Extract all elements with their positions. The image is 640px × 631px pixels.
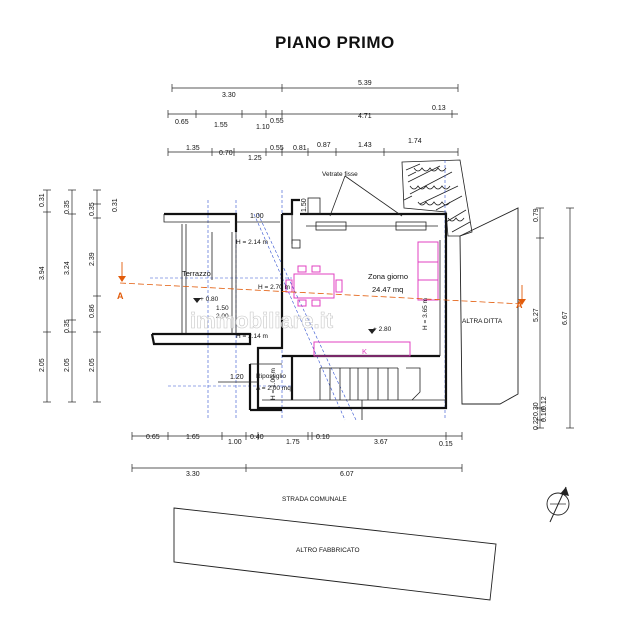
- kitchen-mark: K: [362, 347, 367, 356]
- kitchen-counter: [313, 341, 411, 357]
- dim-right-3: 0.30: [533, 402, 540, 416]
- dim-bot-5: 1.75: [286, 439, 300, 446]
- dim-top-16: 1.74: [408, 138, 422, 145]
- staircase: [319, 367, 421, 420]
- dim-left-2: 3.94: [39, 266, 46, 280]
- dim-top-15: 1.43: [358, 142, 372, 149]
- height-annotations: H = 2.14 m H = 2.70 m H = 2.14 m H = 3.6…: [193, 239, 429, 400]
- dim-top-14: 0.87: [317, 142, 331, 149]
- room-ripostiglio: Ripostiglio: [256, 373, 286, 380]
- dim-left-7: 2.05: [64, 358, 71, 372]
- height-214-top: H = 2.14 m: [236, 239, 268, 246]
- dim-top-10: 0.70: [219, 150, 233, 157]
- section-line: A A: [117, 262, 526, 310]
- dim-bot-1: 0.65: [146, 434, 160, 441]
- furniture: K: [285, 239, 439, 357]
- top-dimensions: 3.30 5.39 0.65 1.55 1.10 0.55 4.71 0.13 …: [167, 80, 459, 162]
- dim-bot-7: 3.67: [374, 439, 388, 446]
- dim-int-3: 1.20: [230, 374, 244, 381]
- page-title: PIANO PRIMO: [275, 33, 395, 52]
- dim-left-12: 2.05: [89, 358, 96, 372]
- dim-left-3: 2.05: [39, 358, 46, 372]
- dim-left-4: 0.35: [64, 200, 71, 214]
- dim-left-5: 3.24: [64, 261, 71, 275]
- dim-left-8: 0.31: [112, 198, 119, 212]
- dim-top-9: 1.35: [186, 145, 200, 152]
- right-dimensions: 0.79 5.27 0.30 0.22 0.12 0.16 6.67: [533, 207, 574, 430]
- dim-right-5: 0.12: [541, 396, 548, 410]
- label-strada-comunale: STRADA COMUNALE: [282, 496, 347, 503]
- label-vetrate: Vetrate fisse: [322, 171, 358, 178]
- section-mark-left: A: [117, 291, 124, 301]
- dim-right-7: 6.67: [562, 311, 569, 325]
- dining-table: [293, 273, 335, 299]
- height-270: H = 2.70 m: [258, 284, 290, 291]
- north-arrow-icon: [546, 486, 570, 523]
- dim-right-4: 0.22: [533, 416, 540, 430]
- dim-top-11: 1.25: [248, 155, 262, 162]
- room-zona-giorno-area: 24.47 mq: [372, 285, 403, 294]
- dim-top-2: 5.39: [358, 80, 372, 87]
- bottom-dimensions: 0.65 1.65 1.00 0.40 1.75 0.10 3.67 0.15 …: [131, 432, 463, 478]
- interior-dimensions: 1.00 1.50 1.20: [218, 198, 308, 383]
- dim-bot-6: 0.10: [316, 434, 330, 441]
- dim-int-2: 1.50: [301, 198, 308, 212]
- level-080: + 0.80: [200, 296, 219, 303]
- dim-right-6: 0.16: [541, 408, 548, 422]
- dim-top-7: 4.71: [358, 113, 372, 120]
- dim-left-11: 0.86: [89, 304, 96, 318]
- height-365: H = 3.65 m: [422, 298, 429, 330]
- section-mark-right: A: [516, 300, 523, 310]
- label-altro-fabbricato: ALTRO FABBRICATO: [296, 547, 360, 554]
- window-200: 2.00: [216, 313, 229, 320]
- room-zona-giorno: Zona giorno: [368, 272, 408, 281]
- dim-top-1: 3.30: [222, 92, 236, 99]
- dim-top-8: 0.13: [432, 105, 446, 112]
- height-100: H = 1.00 m: [270, 368, 277, 400]
- dim-bot-2: 1.65: [186, 434, 200, 441]
- dim-top-5: 1.10: [256, 124, 270, 131]
- dim-left-10: 2.39: [89, 252, 96, 266]
- dim-top-6: 0.55: [270, 118, 284, 125]
- watermark: immobiliare.it: [190, 308, 334, 333]
- walls: [150, 198, 448, 412]
- room-ripostiglio-area: A = 2.00 mq: [256, 385, 291, 392]
- dim-bot-10: 6.07: [340, 471, 354, 478]
- dim-top-13: 0.81: [293, 145, 307, 152]
- altro-fabbricato-block: [173, 507, 497, 601]
- sofa: [417, 241, 439, 301]
- dim-bot-9: 3.30: [186, 471, 200, 478]
- level-280: + 2.80: [373, 326, 392, 333]
- height-214-bottom: H = 2.14 m: [236, 333, 268, 340]
- left-dimensions: 0.31 3.94 2.05 0.35 3.24 0.35 2.05 0.31 …: [39, 189, 119, 403]
- room-terrazzo: Terrazzo: [182, 269, 211, 278]
- label-altra-ditta: ALTRA DITTA: [462, 318, 503, 325]
- dim-left-1: 0.31: [39, 193, 46, 207]
- dim-top-3: 0.65: [175, 119, 189, 126]
- dim-top-4: 1.55: [214, 122, 228, 129]
- altra-ditta-block: [459, 207, 519, 405]
- dim-bot-4: 0.40: [250, 434, 264, 441]
- dim-int-1: 1.00: [250, 213, 264, 220]
- room-labels: Terrazzo Zona giorno 24.47 mq Ripostigli…: [182, 171, 503, 392]
- fixed-glazing: [306, 175, 438, 231]
- dim-left-9: 0.35: [89, 202, 96, 216]
- window-150: 1.50: [216, 305, 229, 312]
- dim-right-1: 0.79: [533, 208, 540, 222]
- dim-top-12: 0.55: [270, 145, 284, 152]
- dim-bot-3: 1.00: [228, 439, 242, 446]
- dim-right-2: 5.27: [533, 308, 540, 322]
- dim-bot-8: 0.15: [439, 441, 453, 448]
- dim-left-6: 0.35: [64, 319, 71, 333]
- neighbour-wall-hatch: [401, 159, 473, 237]
